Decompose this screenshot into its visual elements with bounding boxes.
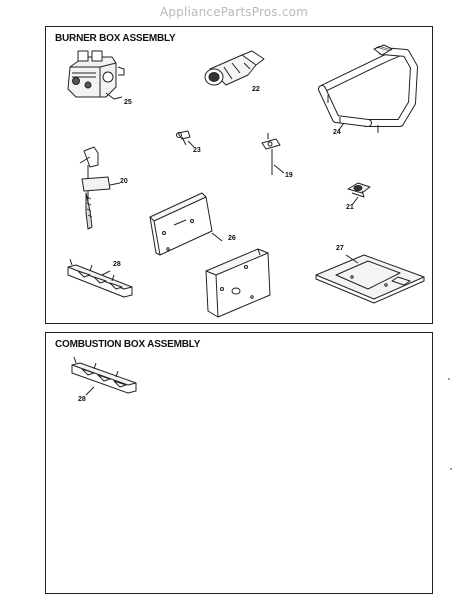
watermark: AppliancePartsPros.com xyxy=(159,5,309,19)
sensor-leader xyxy=(273,164,285,174)
screw-part xyxy=(176,130,191,146)
combustion-baffle-part xyxy=(71,356,137,394)
callout-orifice-bracket: 21 xyxy=(346,204,354,211)
combustion-box-title: COMBUSTION BOX ASSEMBLY xyxy=(55,339,201,350)
callout-manifold: 24 xyxy=(333,129,341,136)
manifold-part xyxy=(318,44,418,133)
burner-box-panel: BURNER BOX ASSEMBLY xyxy=(45,26,433,324)
callout-flame-sensor: 20 xyxy=(120,178,128,185)
callout-combustion-baffle: 28 xyxy=(78,396,86,403)
burner-bracket-upper xyxy=(149,192,213,256)
callout-burner-plate: 27 xyxy=(336,245,344,252)
orifice-bracket-leader xyxy=(351,196,359,206)
manifold-leader xyxy=(337,122,345,132)
callout-igniter: 22 xyxy=(252,86,260,93)
burner-box-title: BURNER BOX ASSEMBLY xyxy=(55,33,176,44)
flame-sensor-leader xyxy=(109,182,121,186)
combustion-box-panel: COMBUSTION BOX ASSEMBLY 28 xyxy=(45,332,433,594)
margin-mark xyxy=(448,378,450,380)
screw-leader xyxy=(187,140,195,148)
combustion-box-illustration xyxy=(71,356,137,396)
igniter-part xyxy=(204,50,265,86)
callout-burner-bracket: 26 xyxy=(228,235,236,242)
burner-plate-part xyxy=(315,254,425,304)
callout-gas-valve: 25 xyxy=(124,99,132,106)
callout-baffle: 28 xyxy=(113,261,121,268)
burner-bracket-leader xyxy=(211,232,223,242)
combustion-baffle-leader xyxy=(85,386,95,396)
flame-sensor-part xyxy=(79,146,111,230)
baffle-part xyxy=(67,258,133,298)
baffle-leader xyxy=(101,270,111,276)
margin-mark xyxy=(450,468,452,470)
callout-sensor: 19 xyxy=(285,172,293,179)
orifice-bracket-part xyxy=(347,182,371,198)
burner-plate-leader xyxy=(345,254,359,264)
sensor-part xyxy=(261,133,281,175)
burner-box-illustration xyxy=(67,44,425,318)
burner-bracket-lower xyxy=(205,248,271,318)
callout-screw: 23 xyxy=(193,147,201,154)
gas-valve-part xyxy=(67,50,125,100)
